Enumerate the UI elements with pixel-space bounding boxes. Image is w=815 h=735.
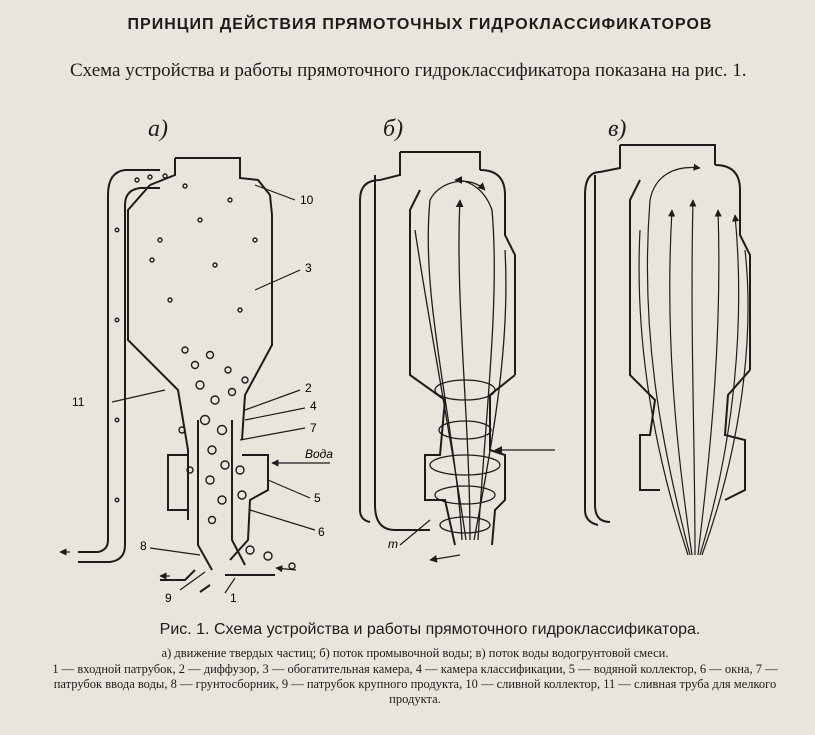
callout-2: 2 [305,381,312,395]
panel-c-flow [638,163,749,556]
callout-6: 6 [318,525,325,539]
callout-3: 3 [305,261,312,275]
panel-label-c: в) [608,116,627,142]
figure-caption-title: Рис. 1. Схема устройства и работы прямот… [159,621,701,638]
callout-11: 11 [72,395,85,409]
intro-paragraph: Схема устройства и работы прямоточного г… [30,58,790,83]
classifier-figure: 10 3 2 4 7 Вода 5 6 11 8 9 1 m [59,144,751,605]
panel-a-leaders [59,184,431,594]
intro-text: Схема устройства и работы прямоточного г… [70,60,747,81]
panel-label-a: а) [148,116,168,142]
callout-m: m [388,537,398,551]
callout-water: Вода [305,447,333,461]
callout-4: 4 [310,399,317,413]
callout-9: 9 [165,591,172,605]
callout-8: 8 [140,539,147,553]
panel-a-particles [114,173,296,570]
panel-a-drawing [78,157,275,593]
figure-caption-subtitle: а) движение твердых частиц; б) поток про… [161,646,669,660]
figure-legend: 1 — входной патрубок, 2 — диффузор, 3 — … [52,662,778,706]
panel-label-b: б) [383,116,404,142]
panel-b-drawing [359,151,516,546]
panel-c-drawing [584,144,751,526]
callout-1: 1 [230,591,237,605]
callout-10: 10 [300,193,314,207]
panel-b-flow [414,176,555,563]
callout-7: 7 [310,421,317,435]
callout-5: 5 [314,491,321,505]
page-heading: ПРИНЦИП ДЕЙСТВИЯ ПРЯМОТОЧНЫХ ГИДРОКЛАССИ… [127,16,713,33]
